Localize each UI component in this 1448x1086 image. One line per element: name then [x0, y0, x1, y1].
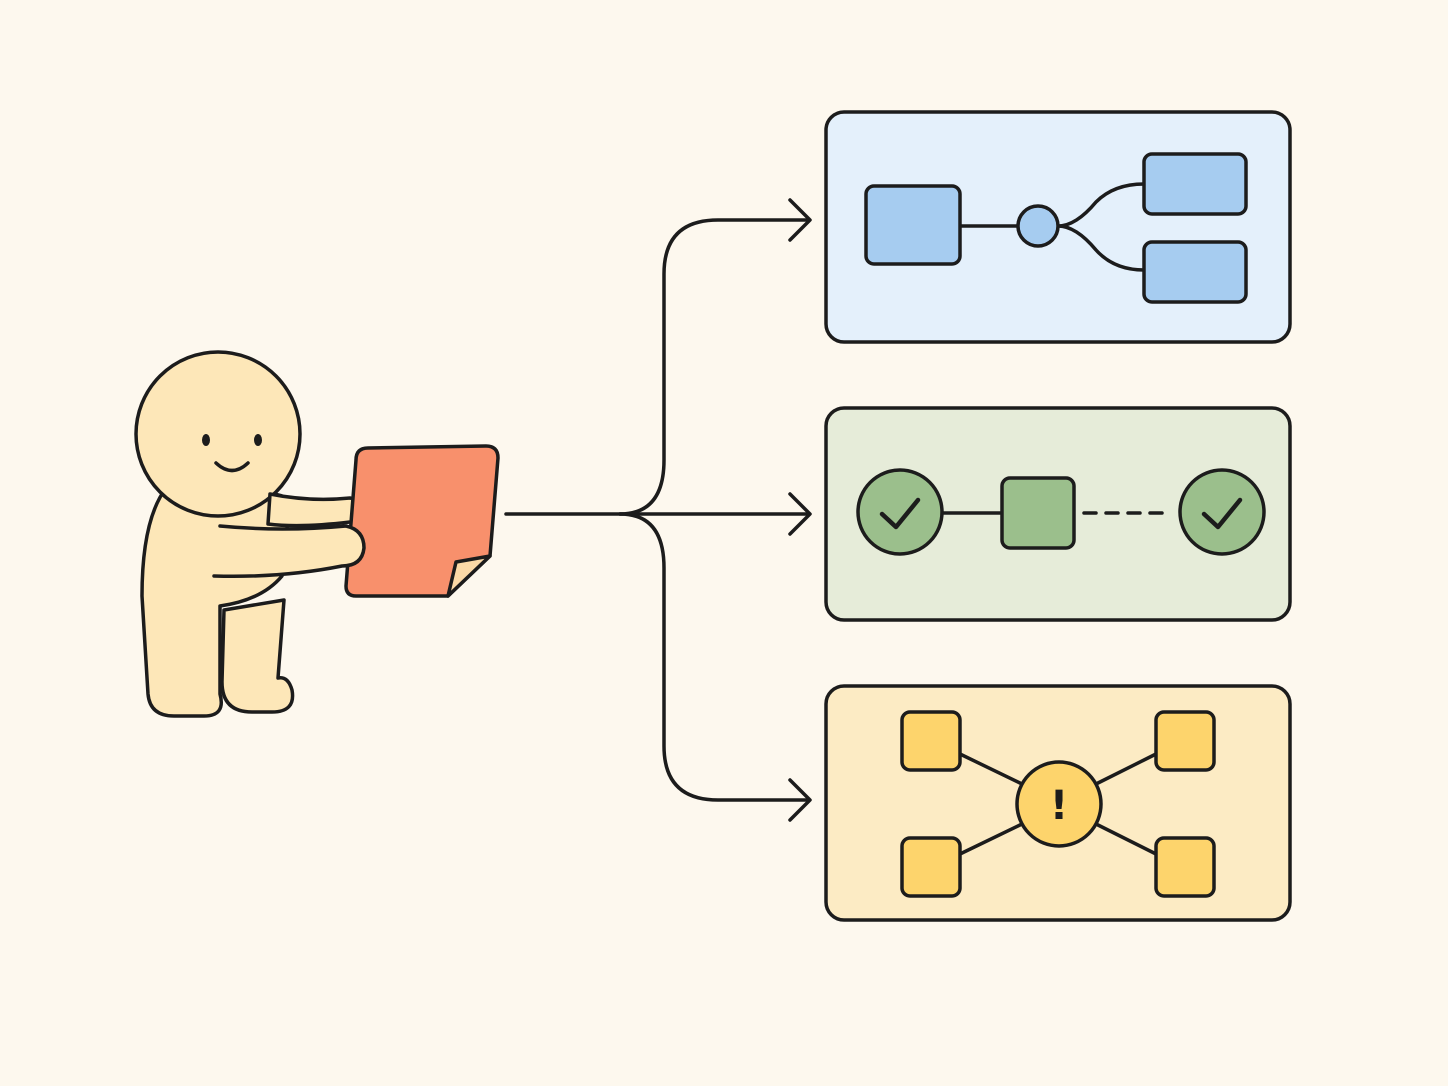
hub-node-top-left [900, 710, 962, 772]
hub-links [958, 752, 1158, 856]
panel-warning-hub [824, 684, 1292, 922]
person-back-leg [220, 598, 295, 714]
flow-source-node [864, 184, 962, 266]
connector-top [618, 218, 810, 516]
exclamation-mark-icon: ! [1050, 783, 1068, 829]
flow-target-node-bottom [1142, 240, 1248, 304]
sequence-middle-node [1000, 476, 1076, 550]
branch-connectors [504, 198, 812, 822]
connector-bottom [618, 512, 810, 802]
hub-center-node [1015, 760, 1103, 848]
document-sheet [344, 444, 500, 598]
sequence-start-node [856, 468, 944, 556]
hub-node-bottom-right [1154, 836, 1216, 898]
panel-checked-sequence [824, 406, 1292, 622]
arrow-head-bottom [788, 778, 812, 822]
person-left-eye [202, 434, 210, 446]
arrow-head-middle [788, 492, 812, 536]
flow-target-node-top [1142, 152, 1248, 216]
panel-branching-flow [824, 110, 1292, 344]
flow-links [958, 182, 1146, 272]
person-front-arm [212, 524, 366, 579]
document-icon [344, 444, 500, 598]
person-back-arm [266, 492, 364, 528]
check-mark-icon [879, 497, 921, 530]
person-head [134, 350, 302, 518]
hub-node-bottom-left [900, 836, 962, 898]
arrow-head-top [788, 198, 812, 242]
check-mark-icon [1201, 497, 1243, 530]
sequence-end-node [1178, 468, 1266, 556]
document-fold [446, 554, 492, 598]
flow-junction-node [1016, 204, 1060, 248]
hub-node-top-right [1154, 710, 1216, 772]
person-face [202, 434, 262, 473]
person-smile [214, 461, 250, 473]
person-right-eye [254, 434, 262, 446]
